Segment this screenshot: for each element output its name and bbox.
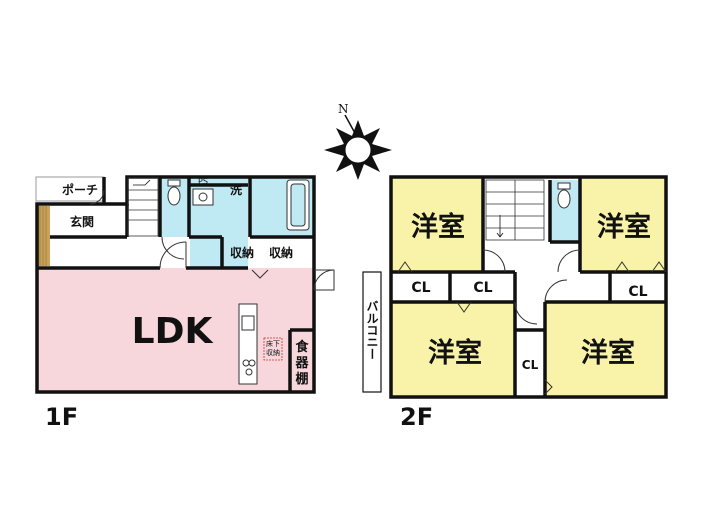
- western-room-ne: [580, 177, 666, 272]
- room-label-entrance: 玄関: [70, 214, 94, 229]
- entrance-wood-floor: [37, 206, 50, 266]
- toilet-icon: [167, 179, 181, 206]
- floor-1-plan: LDK ポーチ 玄関 洗 PS 収納 収納 床下 収納 食 器 棚 1F: [35, 175, 335, 431]
- room-label-ps: PS: [198, 177, 208, 186]
- floor-2-plan: 洋室 洋室 洋室 洋室 CL CL CL CL バルコニー 2F: [362, 175, 668, 431]
- stairs-2f: [485, 179, 545, 241]
- balcony: [362, 271, 382, 393]
- room-label-balcony: バルコニー: [365, 300, 379, 360]
- walls-2f: [389, 175, 668, 399]
- sun-circle: [342, 134, 374, 166]
- doors-2f: [397, 249, 667, 395]
- floor-label-1f: 1F: [45, 403, 78, 431]
- western-room-se: [545, 302, 666, 397]
- floor-label-2f: 2F: [400, 403, 433, 431]
- room-label-closet-4: CL: [522, 358, 539, 372]
- room-label-storage-2: 収納: [269, 245, 293, 260]
- room-label-cupboard-3: 棚: [295, 371, 308, 387]
- room-label-underfloor-1: 床下: [266, 339, 280, 348]
- porch-area: [35, 176, 105, 202]
- sink-icon: [192, 188, 214, 206]
- room-label-ldk: LDK: [132, 311, 214, 352]
- doors-1f: [89, 189, 335, 291]
- room-label-porch: ポーチ: [62, 182, 98, 197]
- kitchen-counter: [238, 303, 258, 385]
- room-label-western-nw: 洋室: [411, 211, 465, 243]
- room-label-washroom: 洗: [230, 182, 242, 197]
- western-room-nw: [391, 177, 483, 272]
- room-label-western-se: 洋室: [581, 337, 635, 369]
- room-label-closet-2: CL: [473, 280, 492, 296]
- bathtub-icon: [286, 179, 310, 231]
- ldk-area: [37, 268, 314, 392]
- underfloor-storage-outline: [263, 337, 283, 361]
- compass-sun-icon: N: [324, 102, 392, 180]
- room-label-storage-1: 収納: [230, 245, 254, 260]
- toilet-icon-2f: [557, 182, 571, 209]
- room-label-underfloor-2: 収納: [266, 348, 280, 357]
- western-room-sw: [391, 302, 515, 397]
- room-label-cupboard-1: 食: [295, 339, 309, 355]
- north-letter: N: [338, 102, 349, 116]
- room-label-closet-1: CL: [411, 280, 430, 296]
- wood-grain: [39, 206, 47, 266]
- room-label-closet-3: CL: [628, 284, 647, 300]
- stairs-1f: [127, 177, 159, 237]
- room-label-cupboard-2: 器: [294, 356, 309, 371]
- room-label-western-sw: 洋室: [428, 337, 482, 369]
- room-label-western-ne: 洋室: [597, 211, 651, 243]
